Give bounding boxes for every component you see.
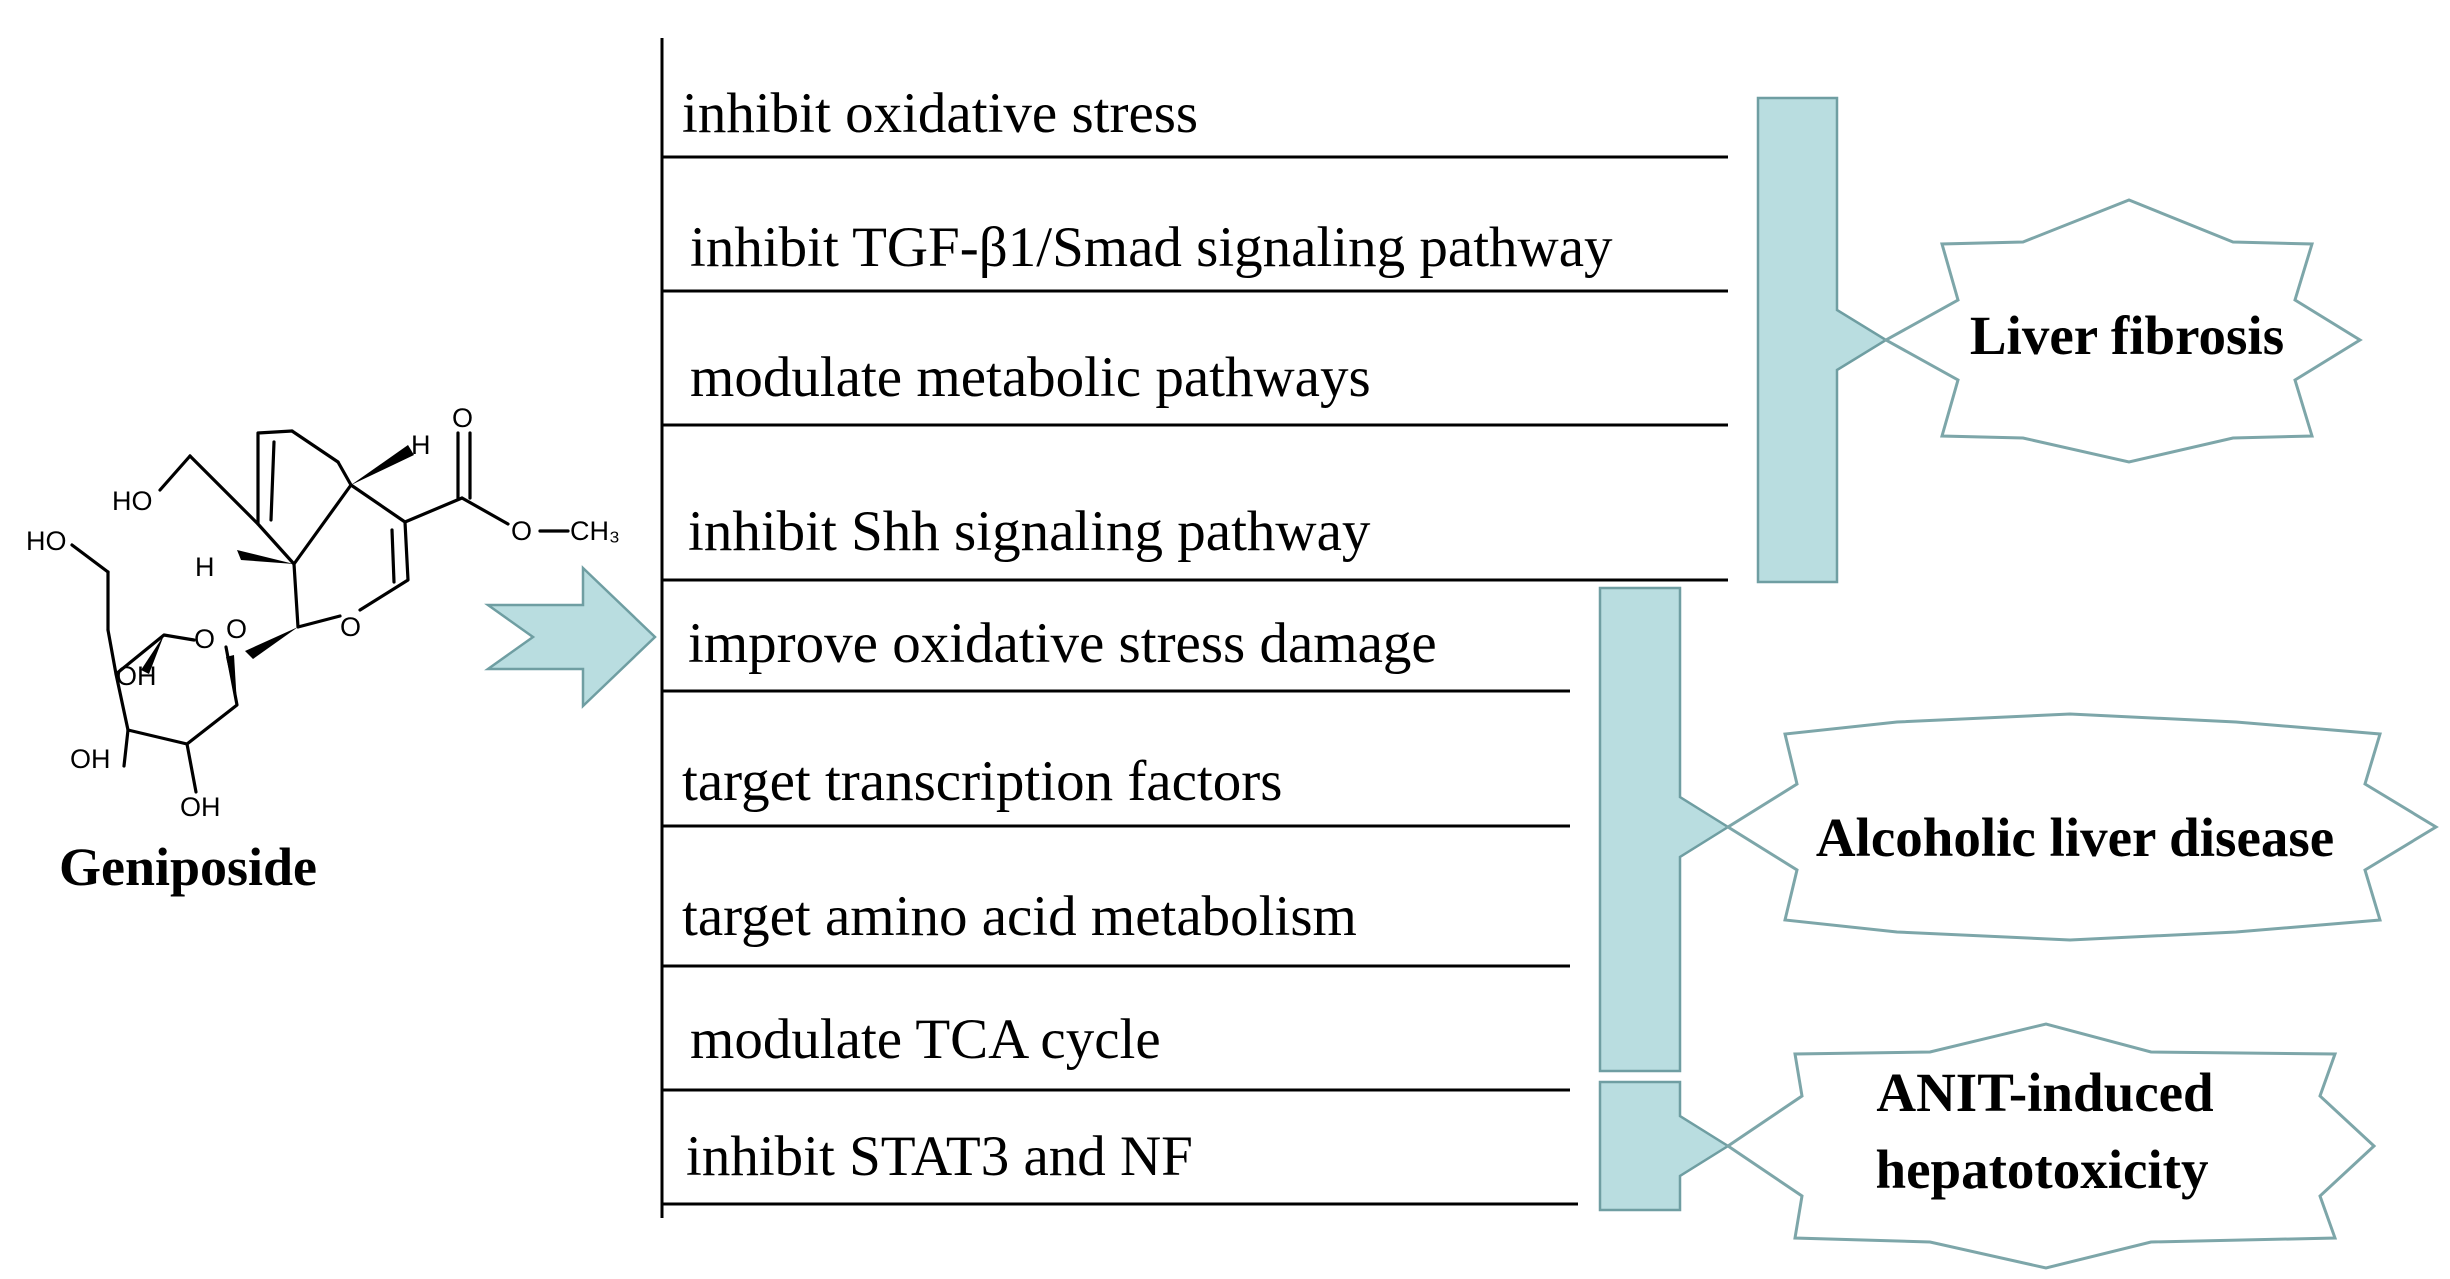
atom-label-o-ester: O — [511, 516, 532, 546]
bracket-arrow-liver-fibrosis — [1756, 96, 1889, 584]
atom-label-h-left: H — [195, 552, 215, 582]
atom-label-ho-sugar: HO — [26, 526, 67, 556]
outcome-label-anit-line2: hepatotoxicity — [1875, 1139, 2208, 1200]
mechanism-item-7: target amino acid metabolism — [682, 885, 1357, 948]
atom-label-h-top: H — [411, 430, 431, 460]
geniposide-structure: O O CH₃ H H HO HO O O O OH OH OH — [26, 403, 620, 822]
bracket-arrow-anit — [1598, 1080, 1731, 1212]
compound-name: Geniposide — [59, 837, 317, 897]
mechanism-item-1: inhibit oxidative stress — [682, 82, 1198, 145]
outcome-burst-anit-hepatotoxicity — [1725, 1022, 2377, 1270]
mechanism-item-6: target transcription factors — [682, 750, 1282, 813]
outcome-label-anit-line1: ANIT-induced — [1876, 1062, 2213, 1123]
mechanism-item-4: inhibit Shh signaling pathway — [688, 500, 1371, 563]
outcome-burst-liver-fibrosis — [1882, 198, 2363, 464]
atom-label-o-pyran: O — [340, 612, 361, 642]
mechanism-item-8: modulate TCA cycle — [690, 1008, 1161, 1071]
atom-label-oh-1: OH — [116, 661, 157, 691]
atom-label-o-sugar-ring: O — [194, 624, 215, 654]
outcome-label-alcoholic-liver-disease: Alcoholic liver disease — [1816, 807, 2334, 868]
atom-label-oh-2: OH — [70, 744, 111, 774]
mechanism-item-2: inhibit TGF-β1/Smad signaling pathway — [690, 216, 1613, 279]
atom-label-oh-3: OH — [180, 792, 221, 822]
mechanism-item-5: improve oxidative stress damage — [688, 612, 1437, 675]
atom-label-ho-ch2: HO — [112, 486, 153, 516]
bracket-arrow-alcoholic-liver-disease — [1598, 586, 1731, 1073]
atom-label-methyl: CH₃ — [570, 516, 620, 546]
mechanism-item-3: modulate metabolic pathways — [690, 346, 1371, 409]
compound-arrow — [484, 565, 657, 709]
outcome-label-liver-fibrosis: Liver fibrosis — [1970, 305, 2284, 366]
outcome-burst-alcoholic-liver-disease — [1725, 712, 2439, 942]
mechanism-item-9: inhibit STAT3 and NF — [686, 1125, 1193, 1188]
atom-label-o-carbonyl: O — [452, 403, 473, 433]
mechanism-list: inhibit oxidative stress inhibit TGF-β1/… — [660, 38, 1728, 1218]
atom-label-o-glycosidic: O — [226, 614, 247, 644]
